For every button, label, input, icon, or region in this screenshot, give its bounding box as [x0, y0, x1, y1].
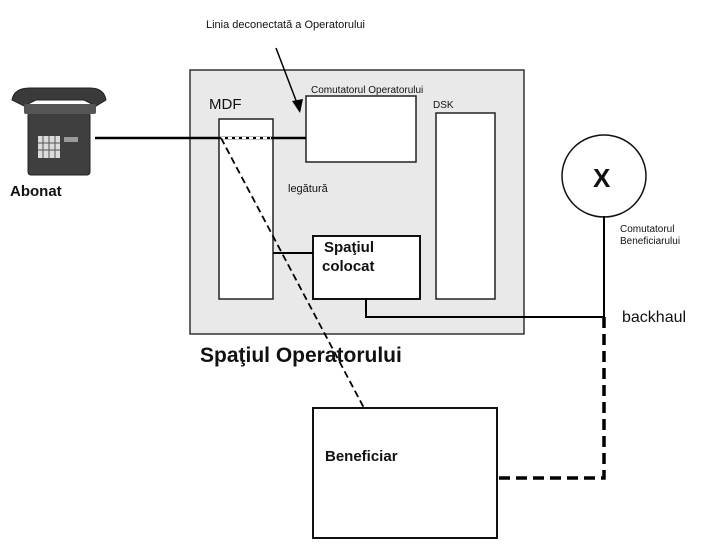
mdf-box: [218, 118, 274, 300]
operator-switch-box: [305, 95, 417, 163]
dsk-box: [435, 112, 496, 300]
colocated-label-line2: colocat: [322, 258, 375, 275]
backhaul-line: [365, 216, 605, 318]
switch-symbol: X: [593, 163, 611, 193]
beneficiary-switch-label-line1: Comutatorul: [620, 224, 674, 235]
backhaul-label: backhaul: [622, 309, 686, 326]
beneficiary-dashed-connection: [497, 317, 606, 480]
mdf-label: MDF: [209, 96, 242, 113]
colocated-label-line1: Spaţiul: [324, 239, 374, 256]
colocated-space-box: [312, 235, 421, 300]
beneficiary-box: [312, 407, 498, 539]
beneficiary-label: Beneficiar: [325, 448, 398, 465]
subscriber-label: Abonat: [10, 183, 62, 200]
beneficiary-switch-label-line2: Beneficiarului: [620, 236, 680, 247]
operator-switch-label: Comutatorul Operatorului: [311, 85, 423, 96]
link-label: legătură: [288, 183, 329, 195]
operator-space-label: Spaţiul Operatorului: [200, 344, 402, 367]
disconnected-arrow-head: [292, 99, 303, 113]
mdf-beneficiary-dashed-line: [220, 137, 365, 409]
disconnected-line-label: Linia deconectată a Operatorului: [206, 19, 365, 31]
telephone-icon: [11, 87, 107, 176]
dsk-label: DSK: [433, 100, 454, 111]
